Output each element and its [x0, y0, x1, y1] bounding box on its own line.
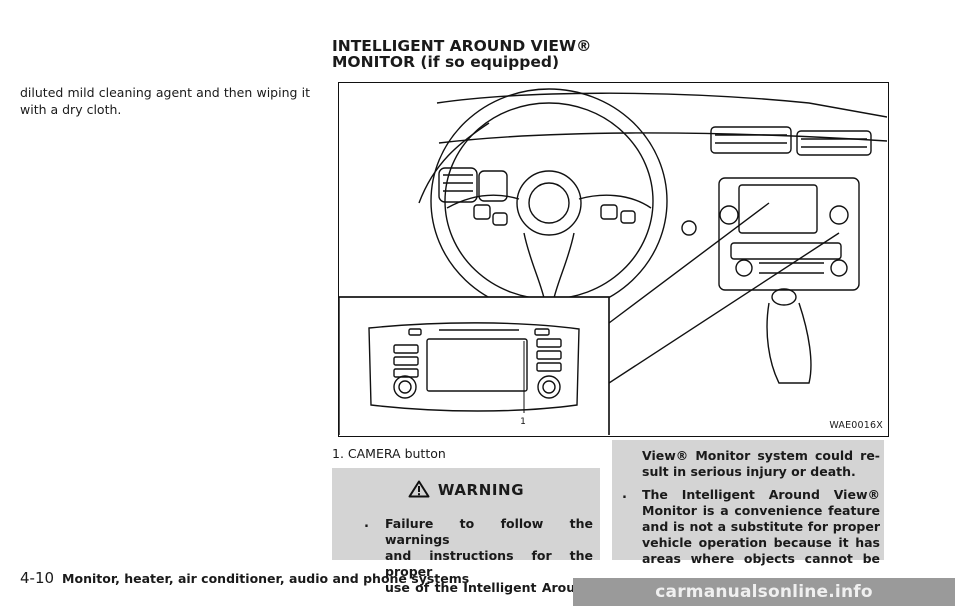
warning-item-1-line: Failure to follow the warnings	[385, 516, 593, 547]
warning-item-1-continued: View® Monitor system could re- sult in s…	[642, 448, 880, 480]
warning-title-text: WARNING	[437, 481, 525, 499]
warning-item-2-line: The Intelligent Around View®	[642, 487, 880, 502]
warning-item-2-line: areas where objects cannot be	[642, 551, 880, 566]
dashboard-drawing: 1	[339, 88, 887, 435]
callout-label: 1. CAMERA button	[332, 446, 446, 461]
page-footer: 4-10 Monitor, heater, air conditioner, au…	[20, 568, 469, 587]
warning-bullet-1: .	[364, 516, 369, 531]
warning-item-1-line: View® Monitor system could re-	[642, 448, 880, 463]
warning-triangle-icon	[408, 480, 430, 498]
section-heading-line-1: INTELLIGENT AROUND VIEW®	[332, 37, 592, 55]
callout-number: 1	[520, 417, 526, 427]
page-number: 4-10	[20, 569, 55, 587]
section-heading-line-2: MONITOR (if so equipped)	[332, 53, 560, 71]
warning-box: WARNING . Failure to follow the warnings…	[332, 468, 600, 595]
warning-item-1: Failure to follow the warnings and instr…	[385, 516, 593, 596]
warning-item-1-line: sult in serious injury or death.	[642, 464, 856, 479]
section-title: Monitor, heater, air conditioner, audio …	[62, 571, 470, 586]
warning-item-2-line: Monitor is a convenience feature	[642, 503, 880, 518]
section-heading: INTELLIGENT AROUND VIEW® MONITOR (if so …	[332, 38, 632, 70]
warning-item-2-line: vehicle operation because it has	[642, 535, 880, 550]
warning-bullet-2: .	[622, 487, 627, 502]
warning-item-2: The Intelligent Around View® Monitor is …	[642, 487, 880, 567]
warning-box-continued: View® Monitor system could re- sult in s…	[612, 440, 884, 566]
warning-item-2-line: and is not a substitute for proper	[642, 519, 880, 534]
intro-paragraph: diluted mild cleaning agent and then wip…	[20, 85, 310, 117]
dashboard-illustration: 1 WAE0016X	[338, 82, 889, 437]
figure-code: WAE0016X	[829, 420, 883, 431]
warning-item-1-line: use of the Intelligent Around	[385, 580, 593, 595]
warning-title: WARNING	[332, 480, 600, 499]
warning-item-1-line: and instructions for the proper	[385, 548, 593, 579]
watermark: carmanualsonline.info	[573, 578, 955, 606]
